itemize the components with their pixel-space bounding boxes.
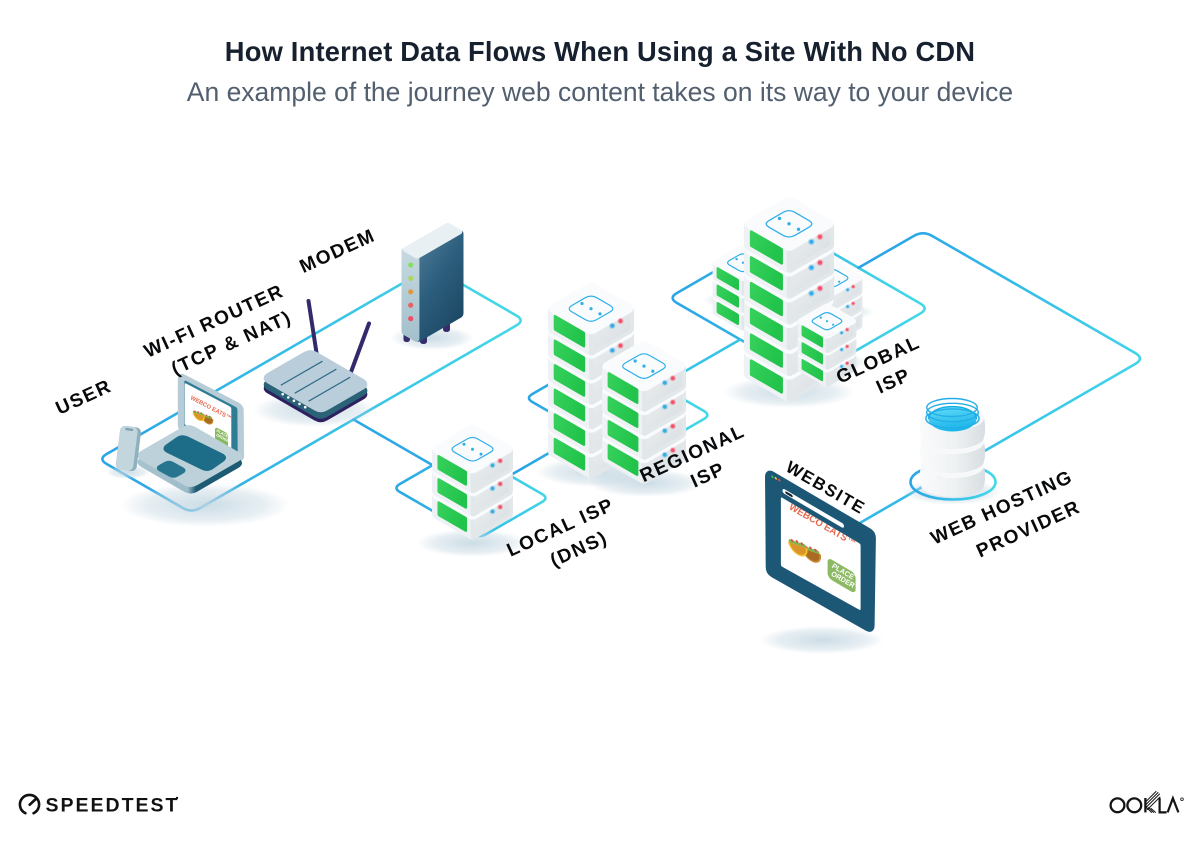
svg-text:USER: USER (53, 376, 116, 420)
svg-text:MODEM: MODEM (297, 225, 379, 278)
svg-text:ORDER: ORDER (215, 432, 230, 443)
svg-text:PLACE: PLACE (216, 428, 230, 439)
svg-text:SPEEDTEST: SPEEDTEST (46, 795, 180, 817)
